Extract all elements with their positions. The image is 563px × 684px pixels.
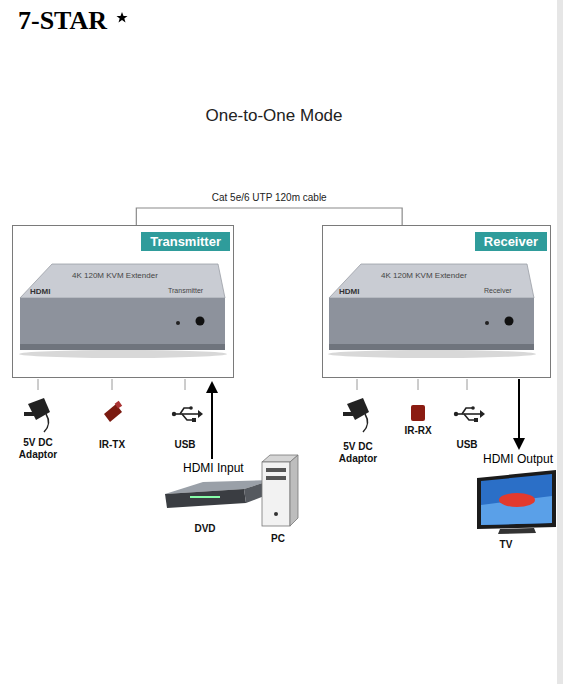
device-logo: HDMI bbox=[339, 287, 359, 296]
page-edge bbox=[557, 0, 563, 684]
receiver-device bbox=[328, 264, 536, 358]
port-label: IR-TX bbox=[99, 439, 125, 451]
brand-logo: 7-STAR bbox=[18, 6, 107, 36]
signal-label: HDMI Input bbox=[183, 462, 244, 476]
port-label: USB bbox=[174, 439, 195, 451]
ir-tx-icon bbox=[104, 401, 122, 422]
pc-tower bbox=[262, 455, 298, 526]
device-role: Transmitter bbox=[168, 287, 203, 295]
hdmi-output-arrow bbox=[513, 379, 525, 450]
extender-panel: Transmitter bbox=[12, 225, 234, 378]
port-label: IR-RX bbox=[404, 425, 431, 437]
usb-symbol bbox=[454, 406, 485, 422]
diagram-title: One-to-One Mode bbox=[205, 106, 342, 126]
signal-label: HDMI Output bbox=[483, 453, 553, 467]
device-logo: HDMI bbox=[30, 287, 50, 296]
usb-symbol bbox=[172, 406, 203, 422]
dvd-player bbox=[165, 480, 272, 508]
transmitter-device bbox=[19, 264, 227, 358]
cable-connector bbox=[136, 208, 402, 225]
hdmi-input-arrow bbox=[206, 381, 218, 459]
ir-rx-icon bbox=[411, 405, 425, 421]
extender-panel: Receiver bbox=[322, 225, 551, 378]
adaptor-icon bbox=[24, 398, 50, 432]
leader-lines bbox=[38, 379, 467, 390]
panel-heading: Receiver bbox=[475, 232, 547, 251]
device-model: 4K 120M KVM Extender bbox=[381, 271, 467, 280]
panel-heading: Transmitter bbox=[141, 232, 230, 251]
device-name: PC bbox=[271, 533, 285, 545]
device-model: 4K 120M KVM Extender bbox=[72, 271, 158, 280]
cable-label: Cat 5e/6 UTP 120m cable bbox=[210, 192, 329, 204]
port-label: 5V DC Adaptor bbox=[330, 441, 386, 464]
logo-star bbox=[117, 12, 128, 23]
port-label: USB bbox=[456, 439, 477, 451]
adaptor-icon bbox=[343, 398, 369, 432]
device-name: TV bbox=[500, 539, 513, 551]
device-role: Receiver bbox=[484, 287, 512, 295]
tv-set bbox=[477, 470, 556, 534]
port-label: 5V DC Adaptor bbox=[10, 437, 66, 460]
device-name: DVD bbox=[194, 523, 215, 535]
